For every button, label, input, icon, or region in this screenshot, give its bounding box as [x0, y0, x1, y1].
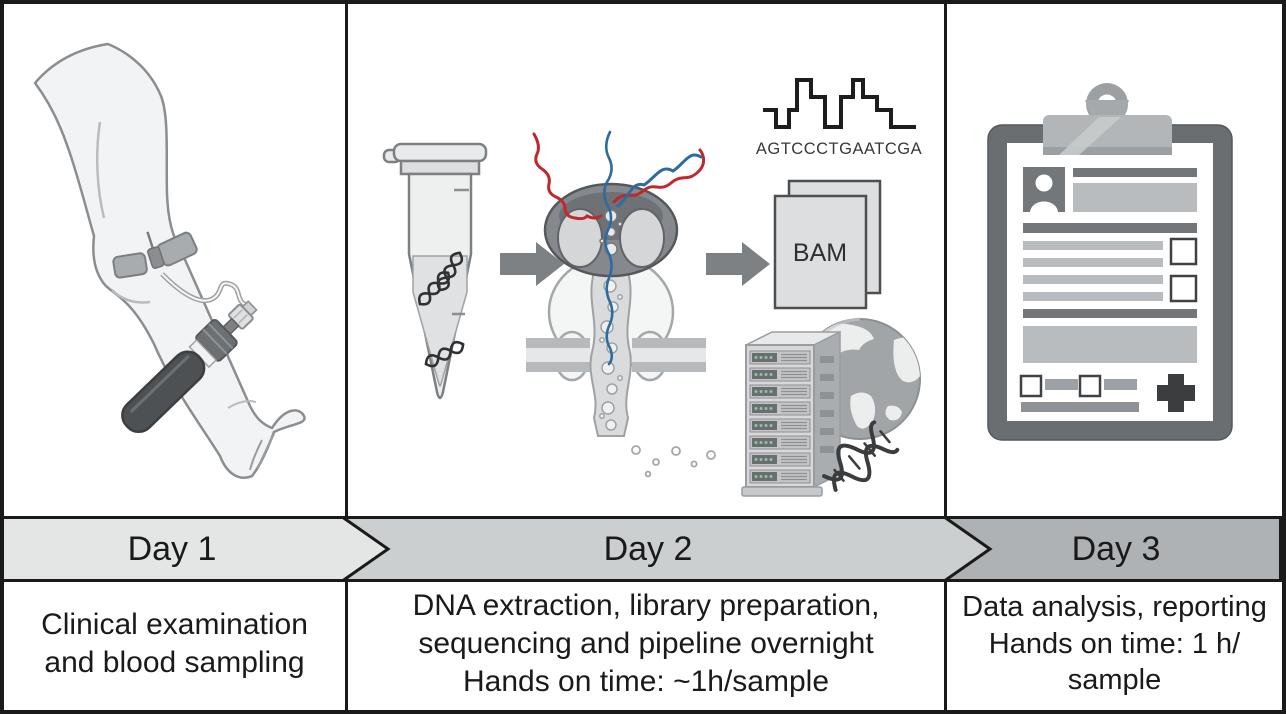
banner-label-day2: Day 2 [603, 530, 693, 568]
arrow-right-icon [706, 242, 770, 286]
plus-cross-icon [1157, 374, 1195, 412]
server-rack-icon [741, 330, 841, 497]
caption-day2: DNA extraction, library preparation, seq… [345, 582, 947, 710]
nanopore-protein-icon [526, 130, 716, 478]
checkbox-icon [1169, 237, 1198, 266]
blood-tube-icon [121, 300, 258, 434]
patient-photo-icon [1023, 167, 1065, 212]
read-sequence-text: AGTCCCTGAATCGA [756, 140, 922, 158]
panel-day2: AGTCCCTGAATCGA BAM [345, 4, 947, 516]
caption-day1: Clinical examination and blood sampling [41, 607, 308, 679]
banner-label-day3: Day 3 [1071, 530, 1161, 568]
caption-row: Clinical examination and blood sampling … [4, 582, 1282, 710]
panel-day1 [4, 4, 345, 516]
checkbox-icon [1019, 374, 1043, 398]
bam-files-icon: BAM [773, 179, 882, 310]
squiggle-signal-icon: AGTCCCTGAATCGA [756, 78, 922, 158]
butterfly-needle-icon [112, 231, 198, 279]
eppendorf-tube-dna-icon [382, 142, 488, 400]
illustration-row: AGTCCCTGAATCGA BAM [4, 4, 1282, 516]
dna-blue-strand-icon [602, 130, 614, 366]
checkbox-icon [1078, 374, 1102, 398]
arm-blood-draw-icon [33, 42, 306, 479]
day-banner: Day 1 Day 2 Day 3 [4, 516, 1282, 582]
checkbox-icon [1169, 274, 1198, 303]
dna-red-strand-icon [532, 132, 603, 221]
panel-day3 [947, 4, 1282, 516]
caption-day3: Data analysis, reporting Hands on time: … [962, 590, 1267, 697]
banner-label-day1: Day 1 [127, 530, 217, 568]
bam-label: BAM [793, 239, 847, 267]
sequencing-pipeline-illustration: AGTCCCTGAATCGA BAM [382, 78, 922, 497]
arrow-right-icon [500, 242, 564, 286]
dna-helix-icon [822, 420, 900, 492]
dna-duplex-icon [612, 148, 706, 208]
chevron-bands [4, 516, 1282, 582]
report-clipboard-icon [987, 83, 1233, 441]
